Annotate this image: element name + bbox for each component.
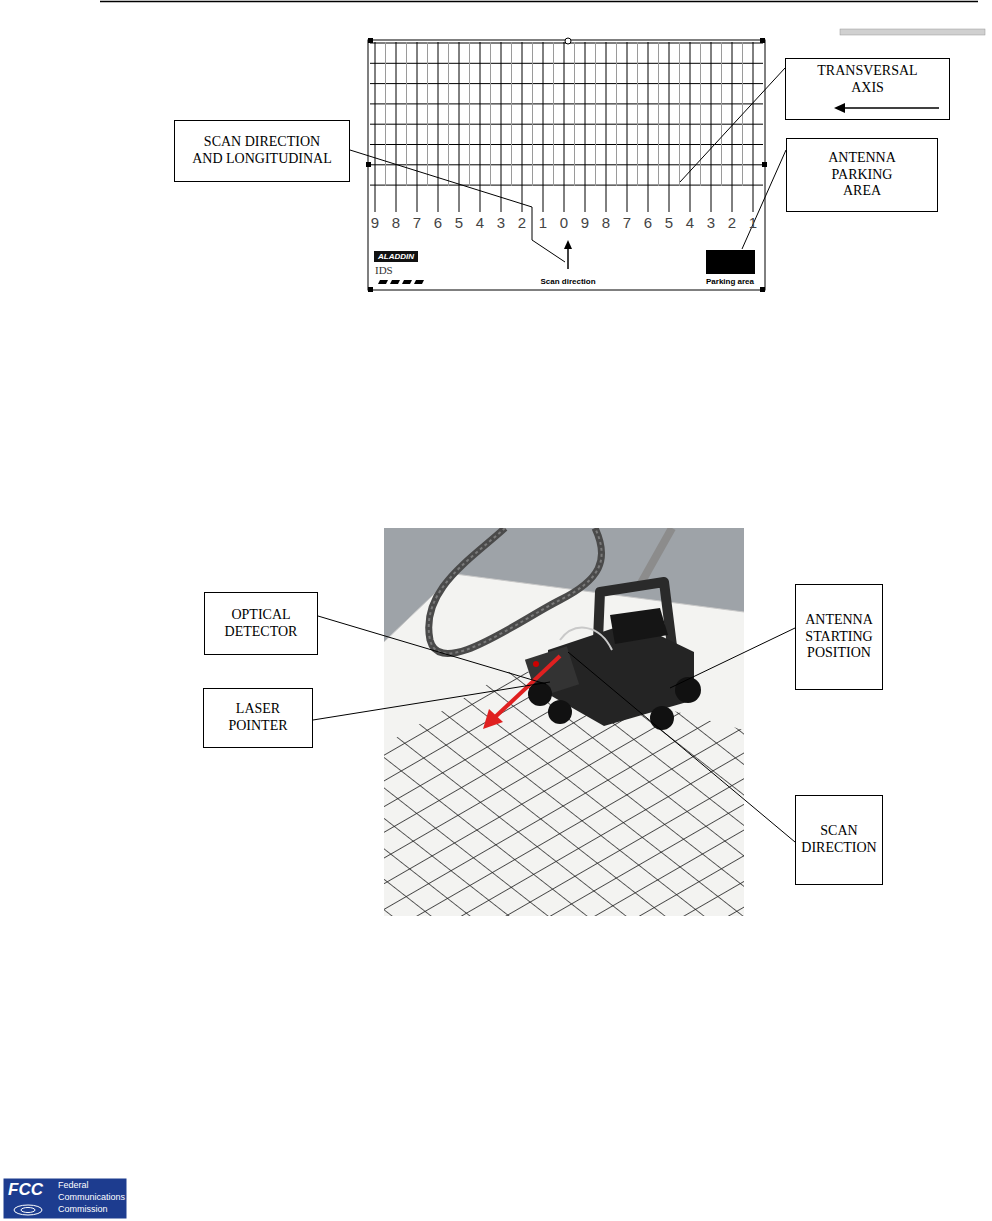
- callout-text: SCAN DIRECTION: [801, 823, 876, 856]
- grid-number: 5: [455, 214, 463, 231]
- grid-line: [427, 42, 428, 186]
- grid-number: 0: [560, 214, 568, 231]
- grid-line: [564, 42, 565, 212]
- grid-line: [637, 42, 638, 186]
- grid-line: [679, 42, 680, 186]
- grid-number: 9: [371, 214, 379, 231]
- logo-text: Federal: [58, 1180, 89, 1191]
- grid-number: 6: [434, 214, 442, 231]
- grid-number: 8: [392, 214, 400, 231]
- grid-number: 6: [644, 214, 652, 231]
- logo-text: Commission: [58, 1204, 108, 1215]
- grid-line: [595, 42, 596, 186]
- grid-line: [417, 42, 418, 212]
- grid-line: [448, 42, 449, 186]
- callout-text: OPTICAL DETECTOR: [213, 607, 309, 640]
- logo-text: Communications: [58, 1192, 125, 1203]
- grid-line: [396, 42, 397, 212]
- brand-logo: ALADDIN: [374, 251, 418, 262]
- leader-line: [350, 68, 786, 262]
- grid-number: 7: [623, 214, 631, 231]
- grid-number: 3: [707, 214, 715, 231]
- grid-line: [669, 42, 670, 212]
- page-rule: [100, 1, 978, 3]
- grid-line: [585, 42, 586, 212]
- callout-text: ANTENNA STARTING POSITION: [802, 612, 876, 662]
- grid-line: [532, 42, 533, 186]
- photo: [384, 528, 744, 916]
- grid-number: 5: [665, 214, 673, 231]
- sheet-label: Parking area: [706, 277, 754, 287]
- callout-text: TRANSVERSAL AXIS: [803, 63, 933, 96]
- grid-line: [753, 42, 754, 212]
- grid-line: [711, 42, 712, 212]
- grid-line: [648, 42, 649, 212]
- grid-line: [627, 42, 628, 212]
- grid-number: 4: [686, 214, 694, 231]
- callout-box: ANTENNA PARKING AREA: [786, 138, 938, 212]
- grid-line: [522, 42, 523, 212]
- grid-line: [480, 42, 481, 212]
- callout-box: SCAN DIRECTION AND LONGITUDINAL: [174, 120, 350, 182]
- grid-number: 7: [413, 214, 421, 231]
- grid-number: 4: [476, 214, 484, 231]
- callout-text: ANTENNA PARKING AREA: [817, 150, 907, 200]
- grid-number: 8: [602, 214, 610, 231]
- grid-line: [732, 42, 733, 212]
- grid-line: [690, 42, 691, 212]
- grid-number: 1: [539, 214, 547, 231]
- grid-line: [375, 42, 376, 212]
- grid-line: [438, 42, 439, 212]
- grid-line: [501, 42, 502, 212]
- grid-number: 2: [728, 214, 736, 231]
- callout-text: LASER POINTER: [215, 701, 301, 734]
- sheet-label: Scan direction: [540, 277, 595, 287]
- grid-line: [406, 42, 407, 186]
- leader-line: [313, 616, 795, 842]
- grid-line: [553, 42, 554, 186]
- callout-box: LASER POINTER: [203, 688, 313, 748]
- direction-arrow: [833, 101, 943, 115]
- grid-line: [700, 42, 701, 186]
- callout-box: TRANSVERSAL AXIS: [785, 58, 950, 120]
- callout-box: SCAN DIRECTION: [795, 795, 883, 885]
- logo-text: FCC: [8, 1181, 43, 1199]
- grid-sheet: [366, 38, 767, 292]
- grid-number: 3: [497, 214, 505, 231]
- grid-line: [469, 42, 470, 186]
- grid-line: [511, 42, 512, 186]
- fcc-logo: [3, 1178, 127, 1219]
- grid-line: [721, 42, 722, 186]
- callout-box: OPTICAL DETECTOR: [204, 592, 318, 655]
- brand-name: IDS: [375, 264, 393, 276]
- grid-line: [490, 42, 491, 186]
- grid-number: 1: [749, 214, 757, 231]
- grid-line: [543, 42, 544, 212]
- grid-line: [385, 42, 386, 186]
- grid-line: [616, 42, 617, 186]
- toolbar-fragment: [840, 29, 985, 35]
- grid-number: 2: [518, 214, 526, 231]
- grid-line: [658, 42, 659, 186]
- grid-line: [606, 42, 607, 212]
- callout-box: ANTENNA STARTING POSITION: [795, 584, 883, 690]
- grid-number: 9: [581, 214, 589, 231]
- callout-text: SCAN DIRECTION AND LONGITUDINAL: [192, 134, 332, 167]
- grid-line: [459, 42, 460, 212]
- grid-line: [574, 42, 575, 186]
